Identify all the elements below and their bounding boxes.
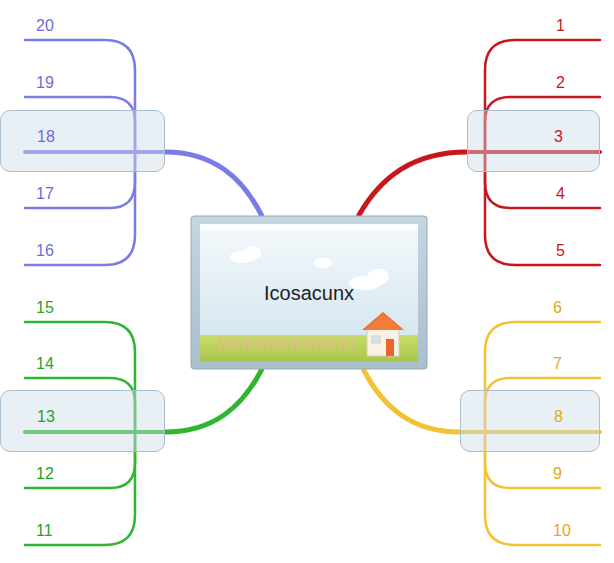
central-title: Icosacunx <box>190 215 428 305</box>
branch-connector <box>165 152 261 215</box>
callout-number: 19 <box>36 73 54 93</box>
callout-number: 11 <box>36 521 53 541</box>
central-picture-box: Icosacunx <box>190 215 428 370</box>
callout-number: 7 <box>553 354 562 374</box>
callout-number: 5 <box>556 241 565 261</box>
branch-highlight-box: 18 <box>0 110 165 172</box>
callout-number: 2 <box>556 73 565 93</box>
callout-number: 20 <box>36 16 54 36</box>
callout-number: 1 <box>556 16 565 36</box>
branch-connector <box>364 370 460 432</box>
branch-highlight-box: 8 <box>460 390 600 452</box>
callout-number: 16 <box>36 241 54 261</box>
callout-number: 4 <box>556 184 565 204</box>
branch-number: 3 <box>554 127 563 147</box>
branch-connector <box>359 152 467 215</box>
branch-highlight-box: 13 <box>0 390 165 452</box>
branch-connector <box>165 370 261 432</box>
callout-number: 12 <box>36 464 54 484</box>
callout-number: 9 <box>553 464 562 484</box>
callout-number: 17 <box>36 184 54 204</box>
callout-number: 6 <box>553 298 562 318</box>
callout-number: 10 <box>553 521 571 541</box>
branch-number: 13 <box>37 407 55 427</box>
branch-number: 18 <box>37 127 55 147</box>
branch-highlight-box: 3 <box>467 110 600 172</box>
branch-number: 8 <box>554 407 563 427</box>
callout-number: 15 <box>36 298 54 318</box>
callout-number: 14 <box>36 354 54 374</box>
